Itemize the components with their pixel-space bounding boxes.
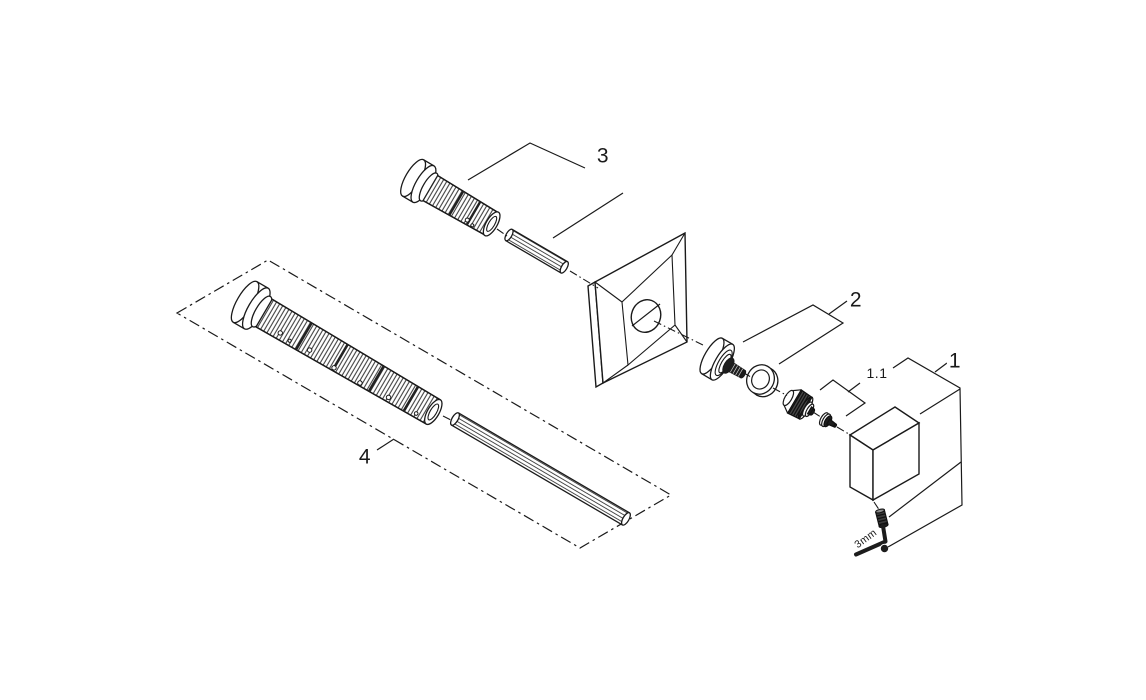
grub-screw [874, 508, 889, 529]
part-label-2: 2 [847, 288, 865, 312]
part-label-3: 3 [594, 144, 612, 168]
part4-boundary-dashed [175, 259, 673, 549]
part-label-4: 4 [356, 445, 374, 469]
center-axis-lines [442, 228, 880, 510]
short-threaded-extension [400, 158, 501, 237]
escutcheon-plate [587, 231, 688, 389]
leader-part2 [742, 300, 848, 365]
handle-cube [848, 406, 921, 502]
long-threaded-extension [230, 280, 443, 426]
splined-coupling [782, 388, 816, 420]
leader-part1-1 [819, 379, 867, 417]
short-splined-rod [504, 228, 569, 274]
flange-nipple [699, 337, 747, 381]
o-ring-washer [746, 364, 779, 398]
allen-key [854, 524, 890, 557]
part-label-1-1: 1.1 [864, 365, 890, 381]
leader-part4 [376, 438, 395, 451]
leader-part3 [467, 142, 624, 239]
fixing-screw [818, 412, 838, 428]
part-label-1: 1 [946, 349, 964, 373]
long-splined-rod [449, 412, 631, 526]
leader-lines [376, 142, 963, 548]
leader-part1 [887, 357, 963, 548]
